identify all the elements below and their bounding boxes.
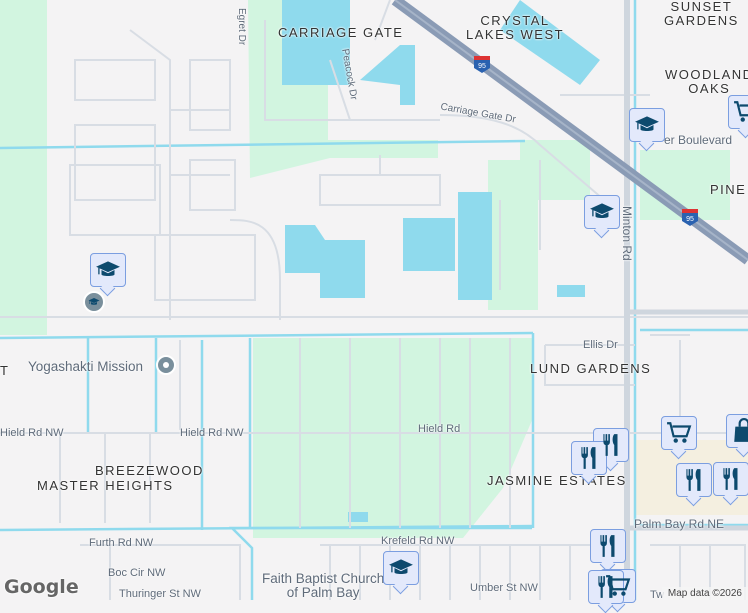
street-hield-rd-nw: Hield Rd NW (180, 427, 244, 439)
map-canvas[interactable]: 95 95 (0, 0, 748, 600)
label-lund-gardens: LUND GARDENS (530, 361, 652, 376)
restaurant-icon (576, 445, 602, 471)
lake (360, 45, 415, 105)
pond (348, 512, 368, 522)
street-thuringer-st-nw: Thuringer St NW (119, 588, 201, 600)
street-ellis-dr: Ellis Dr (583, 339, 618, 351)
restaurant-icon (681, 467, 707, 493)
restaurant-marker[interactable] (593, 428, 629, 462)
restaurant-icon (595, 533, 621, 559)
park-central (253, 338, 533, 538)
place-pin-icon[interactable] (156, 355, 176, 375)
park-east (488, 140, 590, 310)
street-hield-rd-nw: Hield Rd NW (0, 427, 64, 439)
school-marker[interactable] (383, 551, 419, 585)
shopping-cart-icon (666, 420, 692, 446)
pond (557, 285, 585, 297)
label-partial: T (0, 363, 10, 378)
local-roads (0, 0, 748, 600)
street-umber-st-nw: Umber St NW (470, 582, 538, 594)
svg-text:95: 95 (686, 216, 694, 223)
grocery-marker[interactable] (600, 569, 636, 603)
grocery-marker[interactable] (661, 416, 697, 450)
lake (285, 225, 365, 298)
restaurant-icon (718, 466, 744, 492)
google-logo[interactable]: Google (4, 576, 79, 598)
shopping-bag-icon (731, 418, 748, 444)
street-minton-rd: Minton Rd (620, 206, 634, 261)
label-breezewood: BREEZEWOOD (95, 463, 204, 478)
street-partial: Tw (650, 589, 665, 601)
restaurant-marker[interactable] (590, 529, 626, 563)
poi-faith-baptist-church[interactable]: Faith Baptist Church of Palm Bay (262, 571, 385, 600)
map-attribution[interactable]: Map data ©2026 (661, 587, 748, 600)
palm-bay-road (630, 309, 748, 531)
restaurant-marker[interactable] (588, 570, 624, 604)
street-boulevard: er Boulevard (664, 133, 733, 147)
poi-yogashakti-mission[interactable]: Yogashakti Mission (28, 359, 144, 374)
school-icon (388, 555, 414, 581)
restaurant-marker[interactable] (713, 462, 748, 496)
shopping-marker[interactable] (726, 414, 748, 448)
label-jasmine-estates: JASMINE ESTATES (487, 473, 627, 488)
svg-text:95: 95 (478, 63, 486, 70)
school-marker[interactable] (629, 108, 665, 142)
interstate-95-shield: 95 (474, 56, 490, 73)
label-sunset-gardens: SUNSET GARDENS (664, 0, 739, 28)
restaurant-icon (593, 574, 619, 600)
lake (282, 0, 350, 85)
label-crystal-lakes-west: CRYSTAL LAKES WEST (466, 13, 565, 42)
canals (0, 0, 748, 600)
street-palm-bay-rd-ne: Palm Bay Rd NE (634, 517, 725, 531)
label-pine: PINE (710, 182, 747, 197)
shopping-cart-icon (733, 99, 748, 125)
school-marker[interactable] (584, 195, 620, 229)
street-furth-rd-nw: Furth Rd NW (89, 537, 154, 549)
restaurant-marker[interactable] (676, 463, 712, 497)
school-pin-icon[interactable] (83, 291, 105, 313)
street-egret-dr: Egret Dr (236, 8, 247, 46)
label-woodland-oaks: WOODLAND OAKS (665, 67, 748, 96)
label-carriage-gate: CARRIAGE GATE (278, 25, 404, 40)
grocery-marker[interactable] (728, 95, 748, 129)
street-boc-cir-nw: Boc Cir NW (108, 567, 166, 579)
school-icon (95, 257, 121, 283)
street-hield-rd: Hield Rd (418, 423, 461, 435)
label-master-heights: MASTER HEIGHTS (37, 478, 174, 493)
school-marker[interactable] (90, 253, 126, 287)
park-west (0, 0, 47, 335)
restaurant-marker[interactable] (571, 441, 607, 475)
lake (500, 0, 600, 85)
street-krefeld-rd-nw: Krefeld Rd NW (381, 535, 455, 547)
lake (403, 218, 455, 271)
lake (458, 192, 492, 300)
school-icon (634, 112, 660, 138)
school-icon (589, 199, 615, 225)
interstate-95-shield: 95 (682, 209, 698, 226)
